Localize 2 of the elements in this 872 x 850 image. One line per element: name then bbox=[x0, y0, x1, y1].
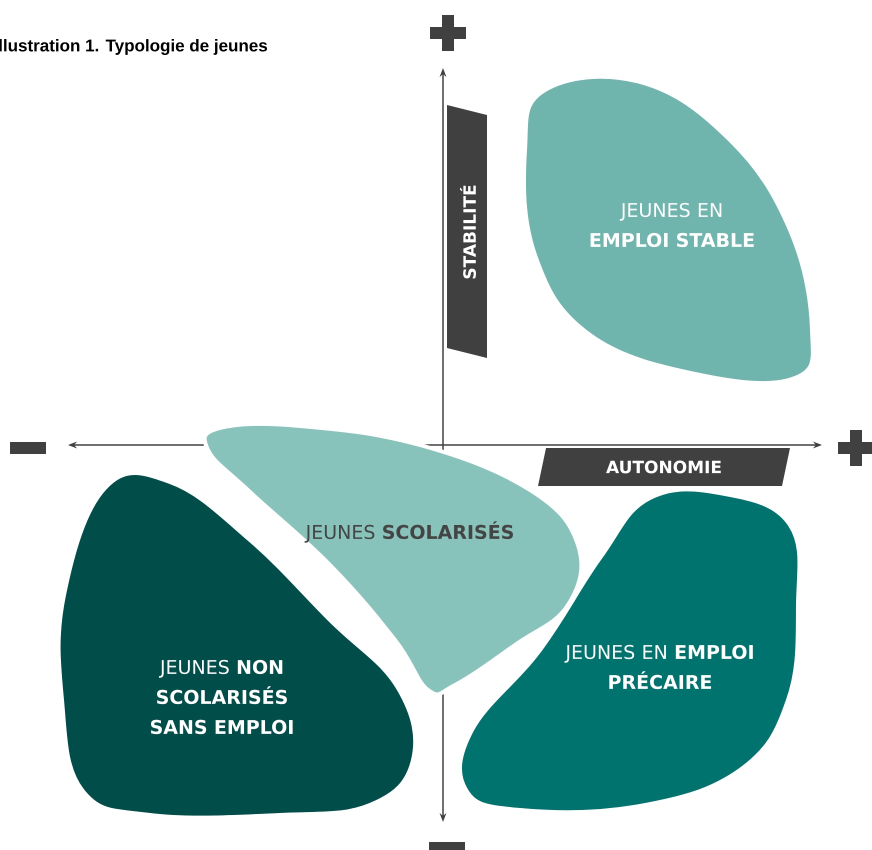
axis-banner: AUTONOMIE bbox=[538, 448, 790, 486]
axis-banner: STABILITÉ bbox=[447, 105, 487, 358]
